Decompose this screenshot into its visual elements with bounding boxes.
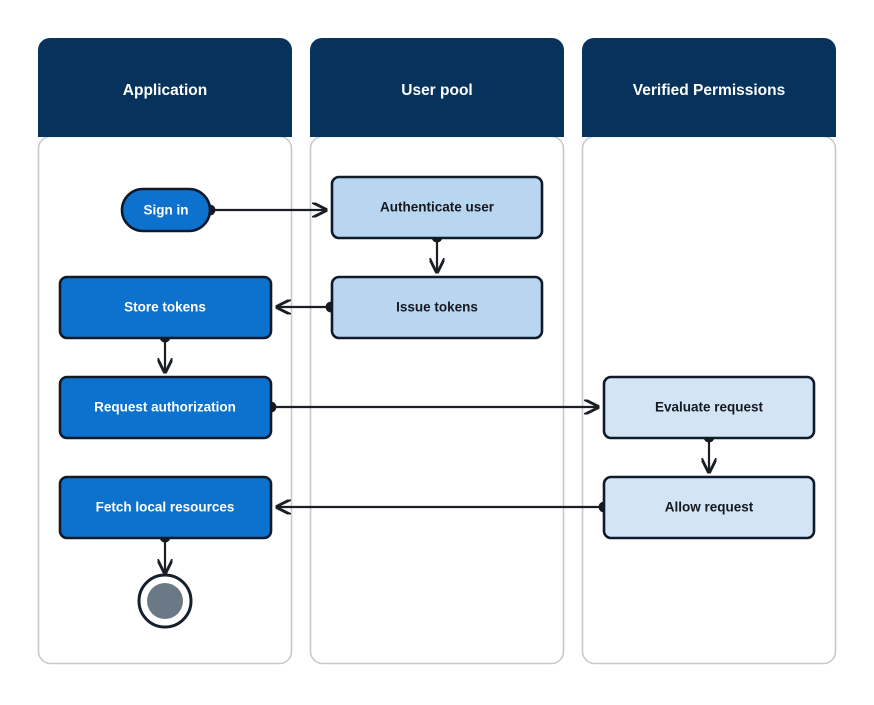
- node-end[interactable]: [137, 573, 193, 629]
- node-evaluate-request[interactable]: Evaluate request: [602, 375, 816, 440]
- lane-verified-permissions: Verified Permissions: [581, 38, 837, 665]
- node-fetch-local-resources-label: Fetch local resources: [96, 500, 235, 515]
- lane-title-application: Application: [123, 82, 207, 99]
- node-issue-tokens[interactable]: Issue tokens: [330, 275, 544, 340]
- node-store-tokens-shape[interactable]: [58, 275, 273, 340]
- node-sign-in-label: Sign in: [144, 203, 189, 218]
- node-request-authorization[interactable]: Request authorization: [58, 375, 273, 440]
- node-store-tokens-label: Store tokens: [124, 300, 206, 315]
- lane-header-application: [38, 38, 292, 137]
- node-sign-in-shape[interactable]: [120, 187, 212, 233]
- node-allow-request-shape[interactable]: [602, 475, 816, 540]
- node-authenticate-user-shape[interactable]: [330, 175, 544, 240]
- node-allow-request-label: Allow request: [665, 500, 754, 515]
- node-request-authorization-shape[interactable]: [58, 375, 273, 440]
- lane-title-verified-permissions: Verified Permissions: [633, 82, 786, 99]
- node-allow-request[interactable]: Allow request: [602, 475, 816, 540]
- end-node-core: [147, 583, 183, 619]
- node-authenticate-user[interactable]: Authenticate user: [330, 175, 544, 240]
- node-fetch-local-resources[interactable]: Fetch local resources: [58, 475, 273, 540]
- node-fetch-local-resources-shape[interactable]: [58, 475, 273, 540]
- lane-user-pool: User pool: [309, 38, 565, 665]
- node-evaluate-request-label: Evaluate request: [655, 400, 764, 415]
- node-evaluate-request-shape[interactable]: [602, 375, 816, 440]
- node-request-authorization-label: Request authorization: [94, 400, 236, 415]
- lane-header-user-pool: [310, 38, 564, 137]
- node-issue-tokens-label: Issue tokens: [396, 300, 478, 315]
- node-sign-in[interactable]: Sign in: [120, 187, 212, 233]
- lane-title-user-pool: User pool: [401, 82, 472, 99]
- node-store-tokens[interactable]: Store tokens: [58, 275, 273, 340]
- node-issue-tokens-shape[interactable]: [330, 275, 544, 340]
- node-authenticate-user-label: Authenticate user: [380, 200, 495, 215]
- lane-header-verified-permissions: [582, 38, 836, 137]
